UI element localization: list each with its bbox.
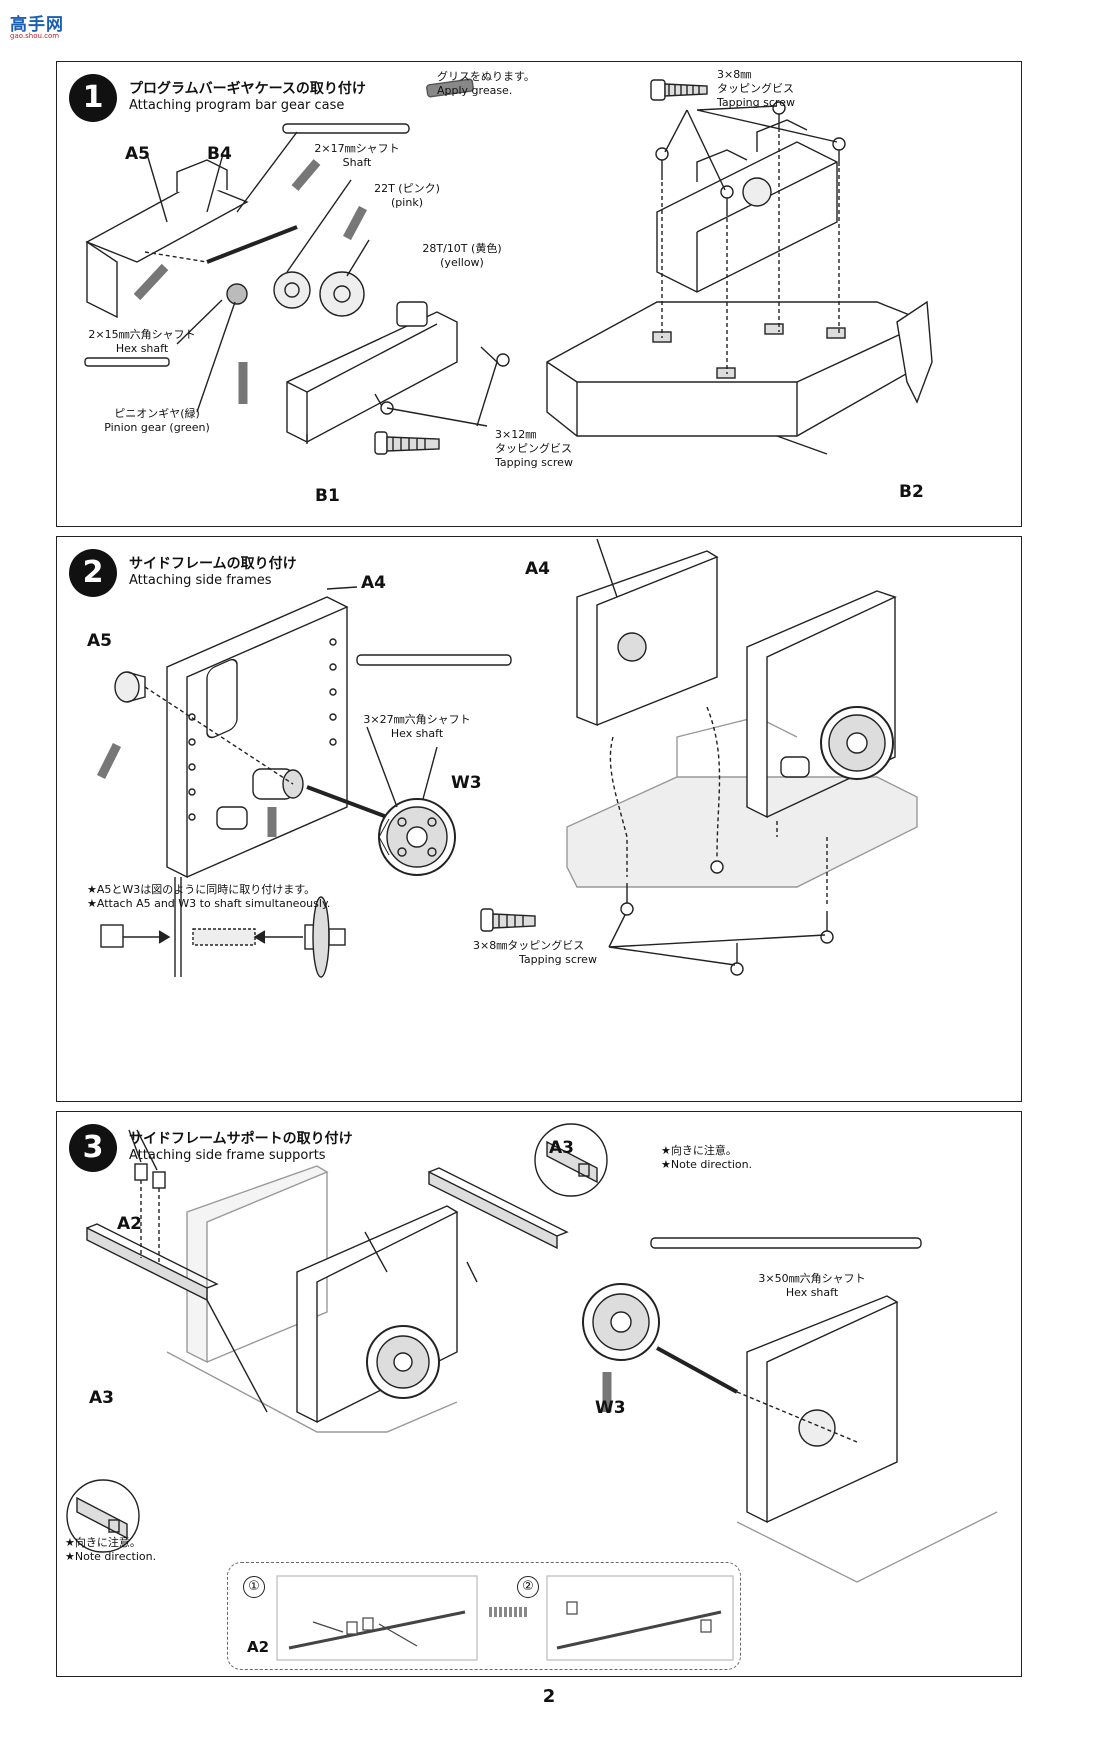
gear28-en: (yellow) bbox=[440, 256, 484, 269]
screw-label-en: Tapping screw bbox=[519, 953, 597, 966]
shaft17-en: Shaft bbox=[342, 156, 372, 169]
inset-steps bbox=[227, 1562, 741, 1670]
screw12-size: 3×12㎜ bbox=[495, 428, 537, 441]
grease-label-jp: グリスをぬります。 bbox=[437, 70, 535, 83]
step-title-jp: サイドフレームサポートの取り付け bbox=[129, 1131, 353, 1147]
part-label-w3: W3 bbox=[451, 773, 482, 793]
direction-note-left-en: ★Note direction. bbox=[65, 1550, 157, 1563]
note-jp: ★A5とW3は図のように同時に取り付けます。 bbox=[87, 883, 316, 896]
screw12-jp: タッピングビス bbox=[495, 442, 572, 455]
part-label-a5: A5 bbox=[125, 144, 150, 164]
part-label-b2: B2 bbox=[899, 482, 924, 502]
step-title-jp: サイドフレームの取り付け bbox=[129, 556, 297, 572]
site-logo[interactable]: 高手网 gao.shou.com bbox=[4, 4, 74, 40]
step-3-illustration bbox=[66, 1123, 998, 1661]
grease-label-en: Apply grease. bbox=[437, 84, 513, 97]
screw-top-size: 3×8㎜ bbox=[717, 68, 752, 81]
step-2-illustration bbox=[96, 538, 918, 978]
inset-step-2: ② bbox=[517, 1576, 539, 1598]
gear28-jp: 28T/10T (黄色) bbox=[422, 242, 502, 255]
gear22-jp: 22T (ピンク) bbox=[374, 182, 440, 195]
screw-top-jp: タッピングビス bbox=[717, 82, 794, 95]
inset-part-label-a2: A2 bbox=[247, 1638, 270, 1656]
hex15-en: Hex shaft bbox=[115, 342, 169, 355]
part-label-a2: A2 bbox=[117, 1214, 142, 1234]
part-label-a4: A4 bbox=[361, 573, 386, 593]
part-label-a5: A5 bbox=[87, 631, 112, 651]
step-1-panel: 1 プログラムバーギヤケースの取り付け Attaching program ba… bbox=[56, 61, 1022, 527]
step-title-en: Attaching side frame supports bbox=[129, 1148, 326, 1163]
inset-step-1: ① bbox=[243, 1576, 265, 1598]
direction-note-left-jp: ★向きに注意。 bbox=[65, 1536, 141, 1549]
gear22-en: (pink) bbox=[391, 196, 423, 209]
part-label-a3-left: A3 bbox=[89, 1388, 114, 1408]
part-label-a4-right: A4 bbox=[525, 559, 550, 579]
hex27-jp: 3×27㎜六角シャフト bbox=[363, 713, 471, 726]
pinion-jp: ピニオンギヤ(緑) bbox=[114, 407, 200, 420]
direction-note-en: ★Note direction. bbox=[661, 1158, 753, 1171]
step-number: 2 bbox=[69, 549, 117, 597]
pinion-en: Pinion gear (green) bbox=[104, 421, 210, 434]
step-title-en: Attaching side frames bbox=[129, 573, 272, 588]
direction-note-jp: ★向きに注意。 bbox=[661, 1144, 737, 1157]
hex27-en: Hex shaft bbox=[390, 727, 444, 740]
part-label-b1: B1 bbox=[315, 486, 340, 506]
step-1-illustration bbox=[84, 78, 933, 455]
screw12-en: Tapping screw bbox=[495, 456, 573, 469]
note-en: ★Attach A5 and W3 to shaft simultaneousl… bbox=[87, 897, 331, 910]
part-label-b4: B4 bbox=[207, 144, 232, 164]
site-logo-url: gao.shou.com bbox=[10, 32, 60, 40]
shaft17-jp: 2×17㎜シャフト bbox=[314, 142, 400, 155]
step-title-en: Attaching program bar gear case bbox=[129, 98, 345, 113]
page-number: 2 bbox=[542, 1686, 556, 1707]
step-3-panel: 3 サイドフレームサポートの取り付け Attaching side frame … bbox=[56, 1111, 1022, 1677]
step-number: 1 bbox=[69, 74, 117, 122]
screw-label-jp: 3×8㎜タッピングビス bbox=[473, 939, 585, 952]
site-logo-text: 高手网 bbox=[10, 15, 64, 35]
step-2-panel: 2 サイドフレームの取り付け Attaching side frames bbox=[56, 536, 1022, 1102]
step-title-jp: プログラムバーギヤケースの取り付け bbox=[129, 81, 366, 97]
hex50-jp: 3×50㎜六角シャフト bbox=[758, 1272, 866, 1285]
hex50-en: Hex shaft bbox=[785, 1286, 839, 1299]
step-number: 3 bbox=[69, 1124, 117, 1172]
part-label-w3: W3 bbox=[595, 1398, 626, 1418]
screw-top-en: Tapping screw bbox=[717, 96, 795, 109]
hex15-jp: 2×15㎜六角シャフト bbox=[88, 328, 196, 341]
part-label-a3-top: A3 bbox=[549, 1138, 574, 1158]
